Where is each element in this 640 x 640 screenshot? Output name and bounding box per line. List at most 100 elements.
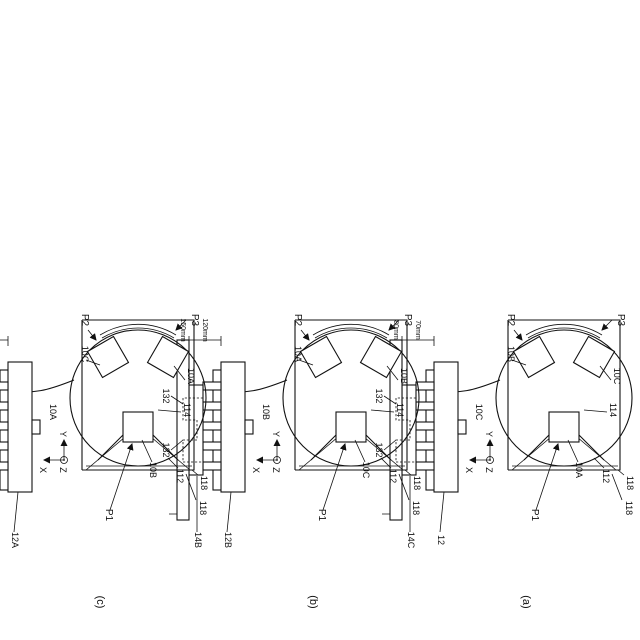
left-block-ref: 12B bbox=[223, 532, 233, 548]
rotor-ref-label: 114 bbox=[608, 403, 618, 417]
x-axis-label: X bbox=[464, 467, 474, 473]
side-view-label: 10B bbox=[261, 404, 271, 420]
position-P1-label: P1 bbox=[316, 509, 327, 522]
left-block bbox=[221, 362, 245, 492]
triangle-ref-label: 112 bbox=[175, 469, 185, 483]
slot-square-P3 bbox=[514, 337, 555, 378]
panel-a: (a)11811811210A11410C10BP1P2P3ZXY70mm80m… bbox=[374, 314, 635, 609]
dim-left-line bbox=[0, 336, 8, 346]
contact-pin bbox=[0, 382, 8, 390]
contact-pin bbox=[203, 422, 221, 430]
left-block bbox=[434, 362, 458, 492]
slot-P1-label: 10C bbox=[361, 462, 371, 479]
rotated-figure-group: (a)11811811210A11410C10BP1P2P3ZXY70mm80m… bbox=[0, 314, 635, 609]
position-P2-label: P2 bbox=[505, 314, 516, 327]
dim-right-label: 150mm bbox=[179, 318, 186, 342]
position-P3-label: P3 bbox=[189, 314, 200, 327]
left-block-ref: 12 bbox=[436, 535, 446, 545]
position-P3-label: P3 bbox=[615, 314, 626, 327]
slot-square-P1 bbox=[549, 412, 579, 442]
left-block-ref-leader bbox=[14, 492, 18, 532]
contact-pin bbox=[416, 422, 434, 430]
left-block bbox=[8, 362, 32, 492]
frame-ref-label: 118 bbox=[199, 476, 209, 490]
position-P2-label: P2 bbox=[292, 314, 303, 327]
slot-P1-leader bbox=[355, 440, 365, 462]
panel-caption: (a) bbox=[520, 595, 532, 608]
slot-P1-label: 10B bbox=[148, 462, 158, 478]
slot-P1-leader bbox=[568, 440, 578, 462]
slot-square-P1 bbox=[123, 412, 153, 442]
position-P2-leader bbox=[301, 330, 309, 340]
rotor-ref-leader bbox=[584, 410, 607, 412]
left-block-ref: 12A bbox=[10, 532, 20, 548]
position-P2-leader bbox=[514, 330, 522, 340]
slot-P1-label: 10A bbox=[574, 462, 584, 478]
dim-left-label: 70mm bbox=[414, 320, 421, 340]
y-axis-label: Y bbox=[58, 431, 68, 437]
shaft-stub bbox=[245, 420, 253, 434]
side-view-label: 10A bbox=[48, 404, 58, 420]
slot-square-P3 bbox=[301, 337, 342, 378]
pin-ref-bottom: 132 bbox=[374, 388, 384, 403]
panel-caption: (c) bbox=[94, 596, 106, 609]
contact-pin bbox=[203, 462, 221, 470]
position-P1-leader bbox=[110, 444, 132, 510]
x-axis-label: X bbox=[251, 467, 261, 473]
frame-ref-label-side: 118 bbox=[411, 501, 421, 515]
slot-P2-label: 10C bbox=[80, 346, 90, 363]
position-P1-leader bbox=[323, 444, 345, 510]
slot-square-P3 bbox=[88, 337, 129, 378]
frame-ref-label-side: 118 bbox=[198, 501, 208, 515]
right-block-ref: 14C bbox=[406, 532, 416, 549]
contact-pin bbox=[0, 402, 8, 410]
slot-square-P1 bbox=[336, 412, 366, 442]
dim-left-label: 120mm bbox=[201, 318, 208, 342]
position-P3-label: P3 bbox=[402, 314, 413, 327]
left-block-ref-leader bbox=[440, 492, 444, 532]
frame-ref-leader bbox=[618, 470, 624, 475]
contact-pin bbox=[416, 442, 434, 450]
frame-ref-label-side: 118 bbox=[624, 501, 634, 515]
slot-P2-label: 10A bbox=[293, 346, 303, 362]
contact-pin bbox=[0, 422, 8, 430]
position-P2-label: P2 bbox=[79, 314, 90, 327]
left-block-ref-leader bbox=[227, 492, 231, 532]
contact-pin bbox=[0, 462, 8, 470]
panel-b: (b)11811811210C11410B10AP1P2P3ZXY120mm15… bbox=[161, 314, 422, 609]
rotor-ref-label: 114 bbox=[182, 403, 192, 417]
right-block-ref: 14B bbox=[193, 532, 203, 548]
position-P3-leader bbox=[602, 320, 612, 330]
frame-ref-label: 118 bbox=[625, 476, 635, 490]
slot-P1-leader bbox=[142, 440, 152, 462]
slot-square-P2 bbox=[574, 337, 615, 378]
z-axis-label: Z bbox=[484, 467, 494, 473]
frame-ref-label: 118 bbox=[412, 476, 422, 490]
triangle-ref-label: 112 bbox=[601, 469, 611, 483]
y-axis-label: Y bbox=[271, 431, 281, 437]
contact-pin bbox=[203, 442, 221, 450]
position-P1-label: P1 bbox=[529, 509, 540, 522]
slot-P3-label: 10A bbox=[186, 368, 196, 384]
slot-P2-label: 10B bbox=[506, 346, 516, 362]
y-axis-label: Y bbox=[484, 431, 494, 437]
position-P1-leader bbox=[536, 444, 558, 510]
slot-P3-label: 10B bbox=[399, 368, 409, 384]
triangle-ref-label: 112 bbox=[388, 469, 398, 483]
triangle-ref-leader bbox=[594, 458, 604, 468]
contact-pin bbox=[0, 442, 8, 450]
shaft-stub bbox=[458, 420, 466, 434]
side-view-label: 10C bbox=[474, 404, 484, 421]
frame-ref-side-leader bbox=[612, 474, 622, 500]
pin-ref-bottom: 132 bbox=[161, 388, 171, 403]
z-axis-label: Z bbox=[271, 467, 281, 473]
support-block bbox=[189, 385, 203, 475]
z-axis-label: Z bbox=[58, 467, 68, 473]
x-axis-label: X bbox=[38, 467, 48, 473]
slot-P3-label: 10C bbox=[612, 368, 622, 385]
contact-pin bbox=[416, 462, 434, 470]
position-P1-label: P1 bbox=[103, 509, 114, 522]
position-P2-leader bbox=[88, 330, 96, 340]
support-block bbox=[402, 385, 416, 475]
